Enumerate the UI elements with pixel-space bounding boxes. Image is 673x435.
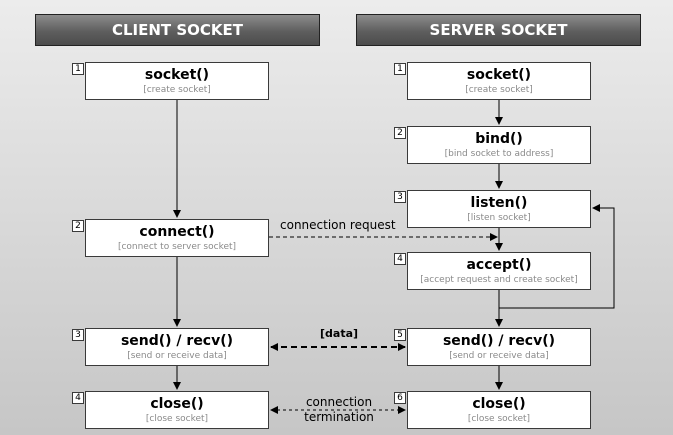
server-step-accept: accept() [accept request and create sock… <box>407 252 591 290</box>
client-step-socket: socket() [create socket] <box>85 62 269 100</box>
step-number: 6 <box>394 392 406 404</box>
step-description: [bind socket to address] <box>444 148 554 159</box>
step-number: 2 <box>72 220 84 232</box>
step-number: 5 <box>394 329 406 341</box>
server-socket-header: SERVER SOCKET <box>356 14 641 46</box>
step-number: 1 <box>394 63 406 75</box>
server-step-socket: socket() [create socket] <box>407 62 591 100</box>
step-function: connect() <box>139 223 215 240</box>
termination-line-1: connection <box>305 395 373 409</box>
step-description: [close socket] <box>467 413 531 424</box>
step-description: [listen socket] <box>467 212 531 223</box>
step-function: accept() <box>466 256 532 273</box>
client-step-close: close() [close socket] <box>85 391 269 429</box>
server-step-listen: listen() [listen socket] <box>407 190 591 228</box>
step-function: socket() <box>466 66 532 83</box>
step-description: [accept request and create socket] <box>420 274 578 285</box>
server-loop-accept-to-listen <box>499 204 615 309</box>
server-step-close: close() [close socket] <box>407 391 591 429</box>
step-function: send() / recv() <box>120 332 234 349</box>
data-label: [data] <box>320 327 359 340</box>
step-description: [create socket] <box>143 84 211 95</box>
step-description: [connect to server socket] <box>117 241 237 252</box>
step-description: [send or receive data] <box>127 350 227 361</box>
step-number: 3 <box>394 191 406 203</box>
client-step-connect: connect() [connect to server socket] <box>85 219 269 257</box>
server-step-bind: bind() [bind socket to address] <box>407 126 591 164</box>
connection-termination-label: connection termination <box>288 395 390 425</box>
step-function: close() <box>472 395 526 412</box>
step-function: bind() <box>475 130 523 147</box>
step-function: close() <box>150 395 204 412</box>
step-number: 3 <box>72 329 84 341</box>
step-description: [create socket] <box>465 84 533 95</box>
client-step-send-recv: send() / recv() [send or receive data] <box>85 328 269 366</box>
step-number: 2 <box>394 127 406 139</box>
step-description: [send or receive data] <box>449 350 549 361</box>
step-description: [close socket] <box>145 413 209 424</box>
server-step-send-recv: send() / recv() [send or receive data] <box>407 328 591 366</box>
connection-request-label: connection request <box>280 218 396 232</box>
step-function: send() / recv() <box>442 332 556 349</box>
client-socket-header: CLIENT SOCKET <box>35 14 320 46</box>
step-number: 4 <box>394 253 406 265</box>
step-number: 1 <box>72 63 84 75</box>
step-function: socket() <box>144 66 210 83</box>
termination-line-2: termination <box>304 410 374 424</box>
step-number: 4 <box>72 392 84 404</box>
step-function: listen() <box>470 194 528 211</box>
